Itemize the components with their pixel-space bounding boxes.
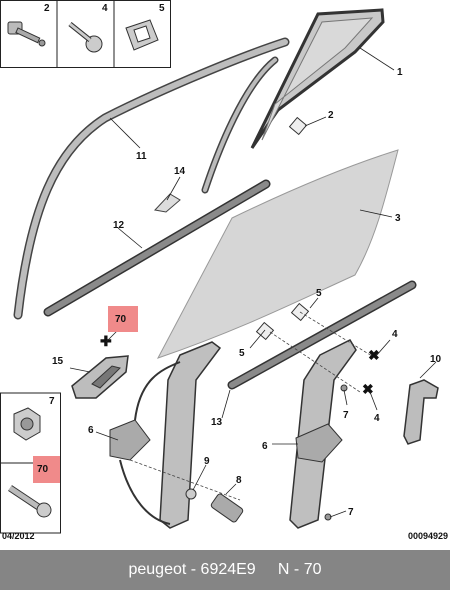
outer-window-strip: [43, 179, 271, 317]
diagram-number: 00094929: [407, 531, 448, 541]
callout-13: 13: [211, 417, 223, 428]
callout-7b: 7: [348, 507, 354, 518]
svg-text:✖: ✖: [362, 381, 374, 397]
callout-12: 12: [113, 220, 125, 231]
inset-label-70: 70: [37, 464, 49, 475]
svg-text:✖: ✖: [368, 347, 380, 363]
nut-icon: [13, 407, 41, 441]
callout-3: 3: [395, 213, 401, 224]
door-frame-moulding: [13, 37, 290, 320]
window-regulator-left: [109, 341, 222, 529]
parts-diagram: 2 4 5 7 70: [0, 0, 442, 534]
interior-handle: [71, 355, 129, 399]
quarter-glass: [250, 8, 385, 149]
inset-top-boxes: 2 4 5: [0, 0, 171, 68]
inset-highlight-70: [33, 456, 60, 483]
bracket-10: [403, 379, 439, 445]
callout-14: 14: [174, 166, 186, 177]
inset-label-5: 5: [159, 3, 165, 14]
bolt-icon: [8, 485, 52, 518]
callout-2: 2: [328, 110, 334, 121]
date-code: 04/2012: [2, 531, 35, 541]
callout-8: 8: [236, 475, 242, 486]
highlight-70: [108, 306, 138, 332]
callout-4b: 4: [374, 413, 380, 424]
callout-9: 9: [204, 456, 210, 467]
washer-9: [185, 488, 197, 500]
callout-70: 70: [115, 314, 127, 325]
inner-window-strip: [227, 280, 417, 390]
guide-lines: [129, 311, 373, 501]
glass-run-channel: [201, 56, 279, 194]
window-regulator-right: [289, 339, 357, 529]
callout-11: 11: [136, 151, 147, 162]
door-glass: [156, 149, 399, 359]
callout-6a: 6: [88, 425, 94, 436]
screw-icon: [68, 22, 103, 53]
inset-label-7: 7: [49, 396, 55, 407]
callout-15: 15: [52, 356, 64, 367]
caption-text: peugeot - 6924E9 N - 70: [128, 561, 322, 578]
svg-text:✚: ✚: [100, 333, 112, 349]
push-rivet-icon: [7, 21, 46, 47]
callout-5b: 5: [239, 348, 245, 359]
callout-5a: 5: [316, 288, 322, 299]
inset-label-4: 4: [102, 3, 108, 14]
regulator-motor: [210, 493, 244, 523]
clip-icon: [125, 19, 159, 51]
inset-label-2: 2: [44, 3, 50, 14]
trim-clip-14: [154, 193, 181, 213]
callout-4a: 4: [392, 329, 398, 340]
cross-markers: ✖ ✖ ✚: [100, 333, 380, 397]
caption-bar: peugeot - 6924E9 N - 70: [0, 550, 450, 590]
callout-6b: 6: [262, 441, 268, 452]
callout-10: 10: [430, 354, 442, 365]
callout-1: 1: [397, 67, 403, 78]
callout-7: 7: [343, 410, 349, 421]
inset-left-boxes: 7 70: [0, 392, 61, 534]
